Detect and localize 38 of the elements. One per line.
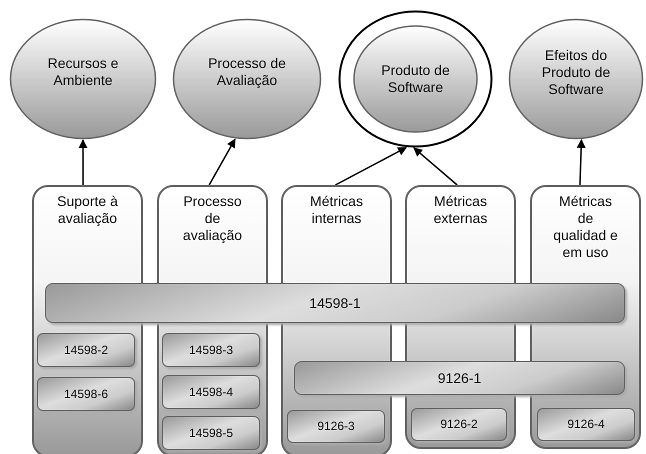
node-label: Recursos e Ambiente (46, 55, 120, 89)
standard-box (37, 333, 135, 367)
node-label: 9126-2 (440, 416, 478, 433)
standard-box (537, 408, 635, 441)
standard-box (162, 333, 260, 367)
standard-box (287, 410, 385, 443)
ellipse-node (9, 18, 157, 140)
standard-box (162, 375, 260, 409)
node-label: Suporte à avaliação (56, 193, 119, 227)
arrow (576, 138, 586, 186)
node-label: Produto de Software (380, 62, 450, 96)
standard-box (411, 408, 507, 441)
ellipse-node (172, 18, 322, 140)
node-label: Métricas internas (309, 193, 364, 227)
node-label: 14598-2 (64, 342, 108, 358)
node-label: 14598-1 (309, 295, 361, 311)
node-label: 14598-6 (64, 386, 108, 402)
bar-box (294, 361, 625, 395)
node-label: 14598-5 (188, 424, 234, 442)
node-label: 9126-3 (317, 418, 355, 435)
node-label: 9126-1 (438, 370, 482, 386)
double-ellipse-node (338, 10, 493, 148)
arrow (413, 147, 458, 186)
node-label: 14598-4 (188, 384, 234, 400)
node-label: Métricas externas (432, 193, 488, 227)
standard-box (37, 377, 135, 411)
arrow (335, 146, 407, 186)
arrow (78, 139, 88, 185)
node-label: Processo de avaliação (182, 193, 244, 244)
node-label: Métricas de qualidad e em uso (552, 193, 619, 261)
node-label: 14598-3 (188, 342, 234, 358)
node-label: Efeitos do Produto de Software (540, 46, 612, 98)
standard-box (162, 416, 260, 450)
arrow (208, 138, 236, 186)
node-label: 9126-4 (567, 416, 605, 433)
bar-box (45, 283, 625, 323)
node-label: Processo de Avaliação (207, 55, 287, 89)
ellipse-node (508, 18, 644, 140)
